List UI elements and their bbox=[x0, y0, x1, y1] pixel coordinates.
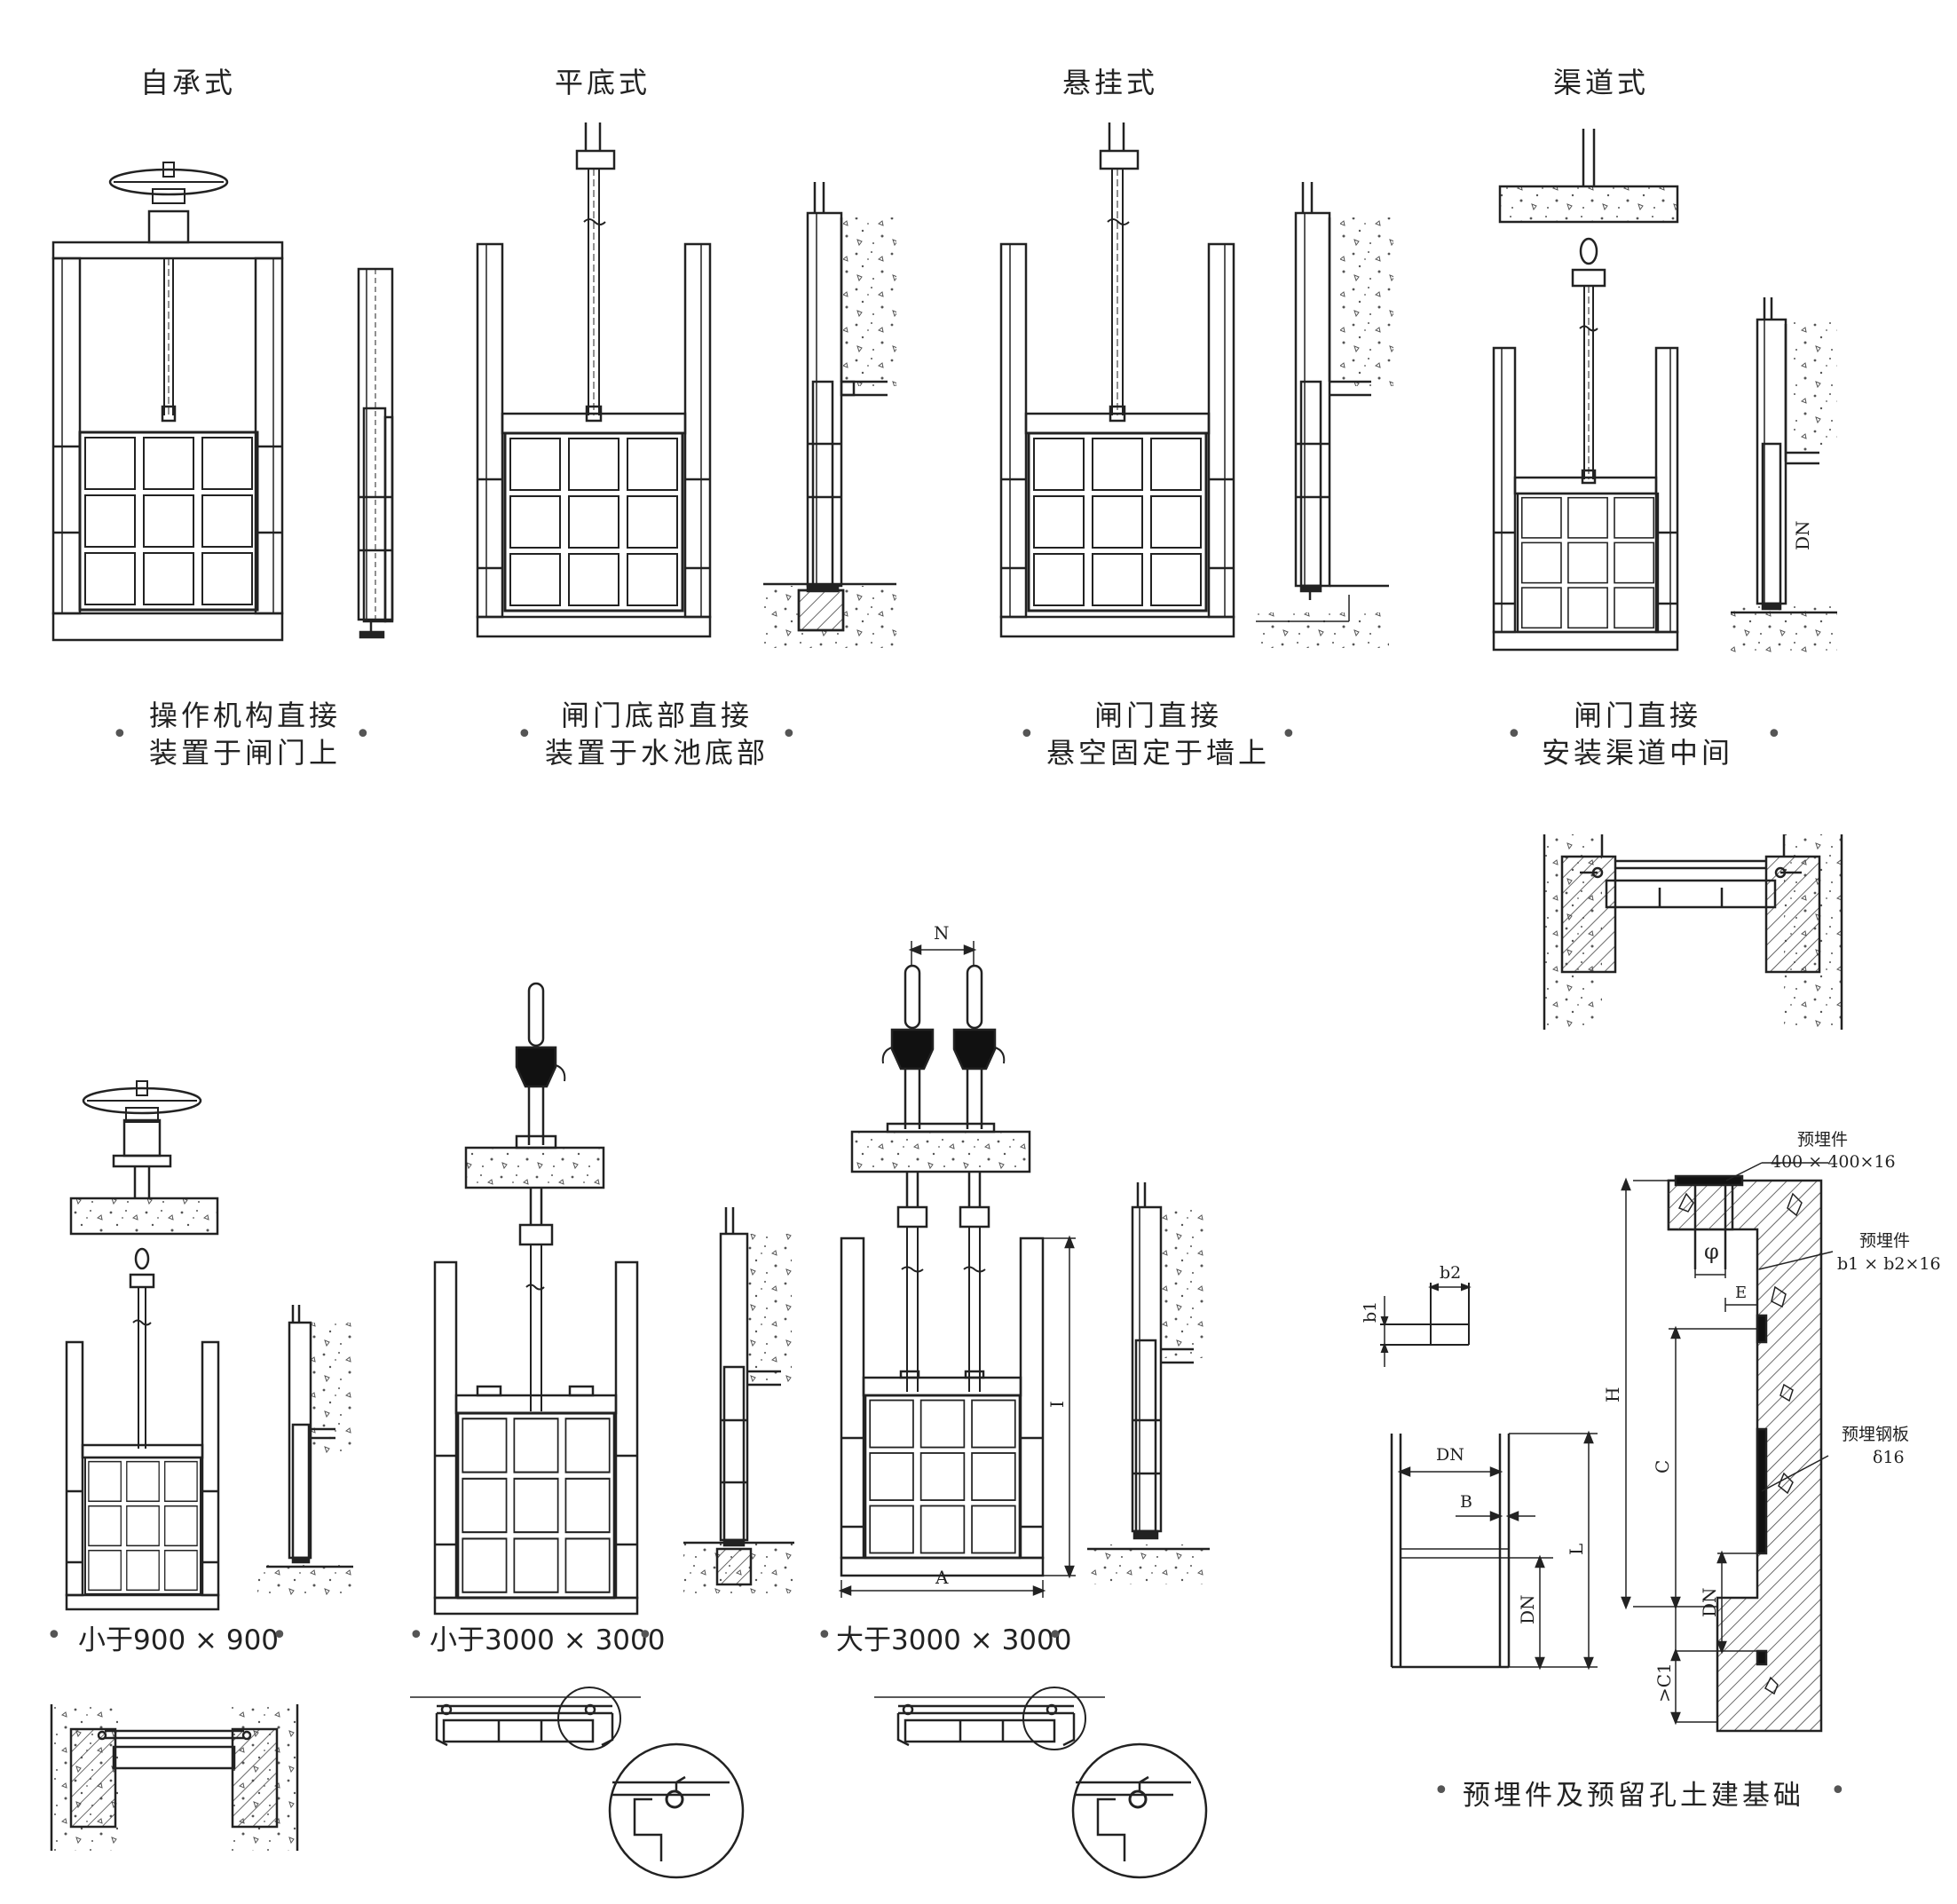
plate-size: δ16 bbox=[1873, 1448, 1905, 1467]
dim-label-dn: DN bbox=[1792, 520, 1813, 550]
small-gate-plan-view bbox=[50, 1704, 299, 1851]
dn-label: DN bbox=[1699, 1587, 1720, 1617]
small-gate-front-view bbox=[65, 1079, 220, 1611]
caption-line: 闸门直接 bbox=[1093, 699, 1222, 732]
b2-label: b2 bbox=[1440, 1263, 1461, 1283]
bullet-dot: • bbox=[272, 1620, 288, 1651]
dn-height-label: DN bbox=[1517, 1594, 1538, 1624]
dim-label-i: I bbox=[1046, 1401, 1068, 1408]
embed-plate-detail bbox=[1380, 1283, 1472, 1367]
size-label-large: 大于3000 × 3000 bbox=[836, 1624, 1072, 1656]
embed2-title: 预埋件 bbox=[1859, 1231, 1910, 1251]
b-label: B bbox=[1460, 1492, 1472, 1512]
large-gate-detail-circle bbox=[1071, 1742, 1208, 1879]
suspended-front-view bbox=[999, 122, 1235, 638]
handwheel-icon bbox=[108, 161, 229, 205]
bullet-dot: • bbox=[112, 719, 128, 750]
c1-label: >C1 bbox=[1653, 1663, 1675, 1703]
l-label: L bbox=[1566, 1544, 1587, 1555]
plate-title: 预埋钢板 bbox=[1842, 1425, 1909, 1444]
opening-detail bbox=[1390, 1430, 1598, 1671]
embed2-size: b1 × b2×16 bbox=[1837, 1254, 1941, 1274]
caption-line: 安装渠道中间 bbox=[1541, 736, 1733, 770]
size-label-medium: 小于3000 × 3000 bbox=[430, 1624, 666, 1656]
gate-leaf bbox=[1027, 431, 1208, 612]
channel-front-view bbox=[1492, 129, 1679, 652]
phi-label: φ bbox=[1704, 1239, 1719, 1264]
type-title-suspended: 悬挂式 bbox=[1062, 66, 1159, 99]
caption-self-supporting: 操作机构直接 装置于闸门上 bbox=[142, 697, 348, 771]
bullet-dot: • bbox=[781, 719, 797, 750]
bullet-dot: • bbox=[1281, 719, 1297, 750]
large-gate-plan-view bbox=[874, 1687, 1105, 1750]
medium-gate-front-view bbox=[433, 982, 639, 1616]
handwheel-icon bbox=[82, 1079, 202, 1124]
bullet-dot: • bbox=[1433, 1775, 1449, 1806]
channel-side-view: DN bbox=[1731, 297, 1837, 652]
size-label-small: 小于900 × 900 bbox=[78, 1624, 280, 1656]
b1-label: b1 bbox=[1361, 1301, 1380, 1323]
bullet-dot: • bbox=[1506, 719, 1522, 750]
large-gate-front-view: N A I bbox=[838, 922, 1076, 1598]
c-label: C bbox=[1652, 1460, 1673, 1473]
bullet-dot: • bbox=[1830, 1775, 1846, 1806]
self-supporting-side-view bbox=[357, 267, 394, 639]
caption-channel: 闸门直接 安装渠道中间 bbox=[1535, 697, 1740, 771]
type-title-flat-bottom: 平底式 bbox=[555, 66, 651, 99]
h-label: H bbox=[1602, 1387, 1623, 1402]
gate-leaf bbox=[456, 1411, 616, 1600]
type-title-self-supporting: 自承式 bbox=[140, 66, 237, 99]
channel-plan-view bbox=[1543, 834, 1843, 1030]
bullet-dot: • bbox=[46, 1620, 62, 1651]
caption-line: 操作机构直接 bbox=[148, 699, 341, 732]
caption-line: 悬空固定于墙上 bbox=[1046, 736, 1270, 770]
bullet-dot: • bbox=[1766, 719, 1782, 750]
bullet-dot: • bbox=[1019, 719, 1035, 750]
bullet-dot: • bbox=[817, 1620, 833, 1651]
gate-leaf bbox=[503, 431, 684, 612]
bullet-dot: • bbox=[355, 719, 371, 750]
type-title-channel: 渠道式 bbox=[1553, 66, 1650, 99]
embed1-title: 预埋件 bbox=[1797, 1130, 1848, 1150]
gate-leaf bbox=[864, 1394, 1022, 1560]
medium-gate-detail-circle bbox=[608, 1742, 745, 1879]
bullet-dot: • bbox=[1047, 1620, 1063, 1651]
embed1-size: 400 × 400×16 bbox=[1771, 1152, 1896, 1172]
foundation-caption: 预埋件及预留孔土建基础 bbox=[1463, 1780, 1804, 1812]
bullet-dot: • bbox=[637, 1620, 653, 1651]
bullet-dot: • bbox=[517, 719, 533, 750]
caption-line: 闸门直接 bbox=[1573, 699, 1701, 732]
caption-line: 装置于水池底部 bbox=[544, 736, 769, 770]
caption-line: 装置于闸门上 bbox=[148, 736, 341, 770]
bullet-dot: • bbox=[408, 1620, 424, 1651]
e-label: E bbox=[1735, 1284, 1747, 1302]
gate-leaf bbox=[83, 1456, 202, 1596]
flat-bottom-side-view bbox=[763, 182, 896, 648]
caption-flat-bottom: 闸门底部直接 装置于水池底部 bbox=[541, 697, 772, 771]
dn-width-label: DN bbox=[1436, 1445, 1464, 1465]
gate-leaf bbox=[78, 431, 259, 612]
caption-suspended: 闸门直接 悬空固定于墙上 bbox=[1043, 697, 1274, 771]
dim-label-a: A bbox=[935, 1567, 949, 1588]
small-gate-side-view bbox=[257, 1305, 353, 1598]
medium-gate-plan-view bbox=[410, 1687, 641, 1750]
self-supporting-front-view bbox=[51, 161, 284, 642]
large-gate-side-view bbox=[1087, 1182, 1210, 1584]
medium-gate-side-view bbox=[683, 1207, 794, 1593]
dim-label-n: N bbox=[934, 922, 950, 944]
caption-line: 闸门底部直接 bbox=[560, 699, 753, 732]
flat-bottom-front-view bbox=[476, 122, 712, 638]
gate-leaf bbox=[1516, 492, 1660, 634]
foundation-elevation: 预埋件 400 × 400×16 预埋件 b1 × b2×16 预埋钢板 δ16… bbox=[1602, 1130, 1941, 1733]
suspended-side-view bbox=[1256, 182, 1393, 648]
